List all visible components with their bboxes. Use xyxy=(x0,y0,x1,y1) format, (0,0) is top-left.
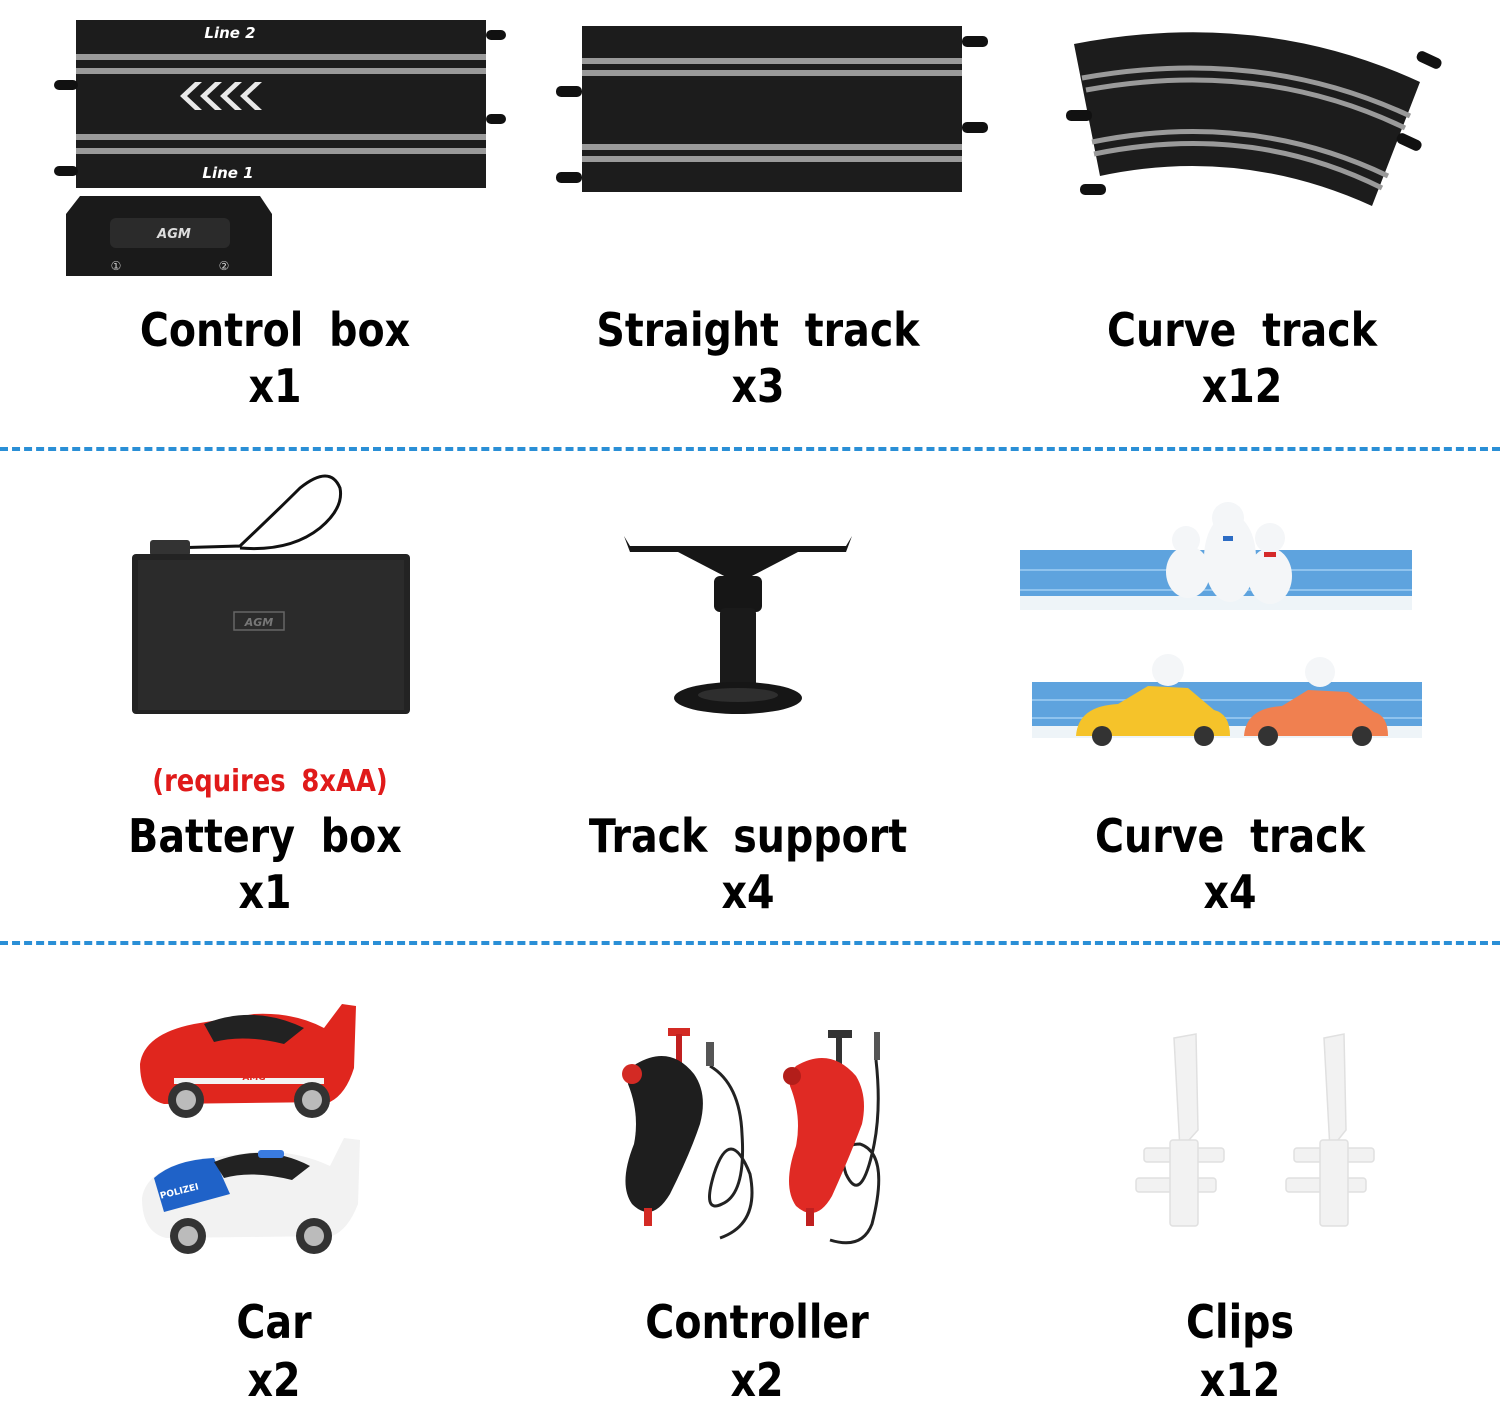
straight-track-qty: x3 xyxy=(731,359,785,413)
car-amg-decal: AMG xyxy=(242,1073,265,1083)
control-box-image: Line 2 Line 1 AGM ① ② xyxy=(54,20,506,276)
straight-track-image xyxy=(556,26,988,192)
track-support-name: Track support xyxy=(588,809,908,863)
curve-track-12-name: Curve track xyxy=(1106,303,1378,357)
divider-row-1 xyxy=(0,447,1500,451)
controller-qty: x2 xyxy=(730,1353,784,1407)
track-support-qty: x4 xyxy=(721,865,775,919)
curve-track-4-qty: x4 xyxy=(1203,865,1257,919)
line-1-label: Line 1 xyxy=(202,164,253,182)
straight-track-name: Straight track xyxy=(596,303,920,357)
battery-box-name: Battery box xyxy=(128,809,402,863)
curve-track-12-qty: x12 xyxy=(1201,359,1283,413)
car-image: AMG POLIZEI xyxy=(140,1004,360,1254)
car-name: Car xyxy=(236,1295,312,1349)
battery-box-logo: AGM xyxy=(244,616,274,629)
clips-name: Clips xyxy=(1185,1295,1295,1349)
curve-track-image xyxy=(1066,32,1442,206)
line-2-label: Line 2 xyxy=(204,24,255,42)
car-qty: x2 xyxy=(247,1353,301,1407)
divider-row-2 xyxy=(0,941,1500,945)
battery-box-image: AGM xyxy=(132,474,410,714)
track-support-image xyxy=(624,536,852,714)
control-box-logo: AGM xyxy=(156,227,191,242)
control-box-name: Control box xyxy=(139,303,411,357)
guardrail-image xyxy=(1020,502,1422,746)
curve-track-4-name: Curve track xyxy=(1094,809,1366,863)
controller-name: Controller xyxy=(645,1295,869,1349)
clips-image xyxy=(1135,1033,1375,1227)
control-box-qty: x1 xyxy=(248,359,302,413)
port-2-label: ② xyxy=(219,259,230,273)
battery-box-qty: x1 xyxy=(238,865,292,919)
port-1-label: ① xyxy=(111,259,122,273)
battery-requirement-note: (requires 8xAA) xyxy=(152,764,388,799)
clips-qty: x12 xyxy=(1199,1353,1281,1407)
controller-image xyxy=(622,1028,881,1245)
